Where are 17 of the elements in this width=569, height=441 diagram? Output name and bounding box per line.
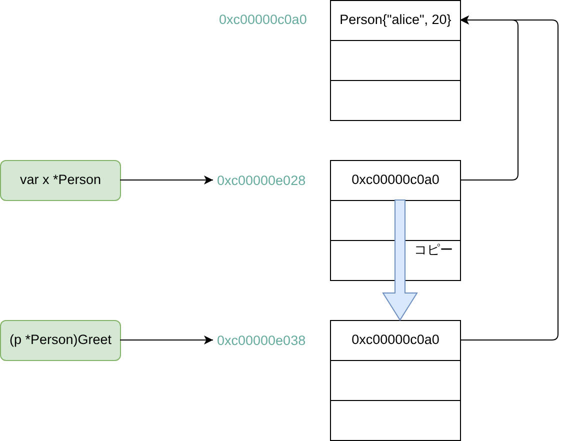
memory-cell <box>330 80 461 121</box>
block-arrow <box>382 200 418 321</box>
memory-cell: Person{"alice", 20} <box>330 0 461 41</box>
memory-cell <box>330 400 461 441</box>
edge-label: コピー <box>414 241 453 258</box>
memory-cell <box>330 40 461 81</box>
arrow <box>120 176 214 184</box>
memory-cell <box>330 360 461 401</box>
address-label: 0xc00000e038 <box>217 332 306 349</box>
memory-cell: 0xc00000c0a0 <box>330 320 461 361</box>
code-box: (p *Person)Greet <box>0 320 121 361</box>
memory-cell: 0xc00000c0a0 <box>330 160 461 201</box>
code-box: var x *Person <box>0 160 121 201</box>
arrow <box>120 336 214 344</box>
address-label: 0xc00000c0a0 <box>219 11 307 28</box>
arrow <box>460 16 558 340</box>
address-label: 0xc00000e028 <box>217 172 306 189</box>
